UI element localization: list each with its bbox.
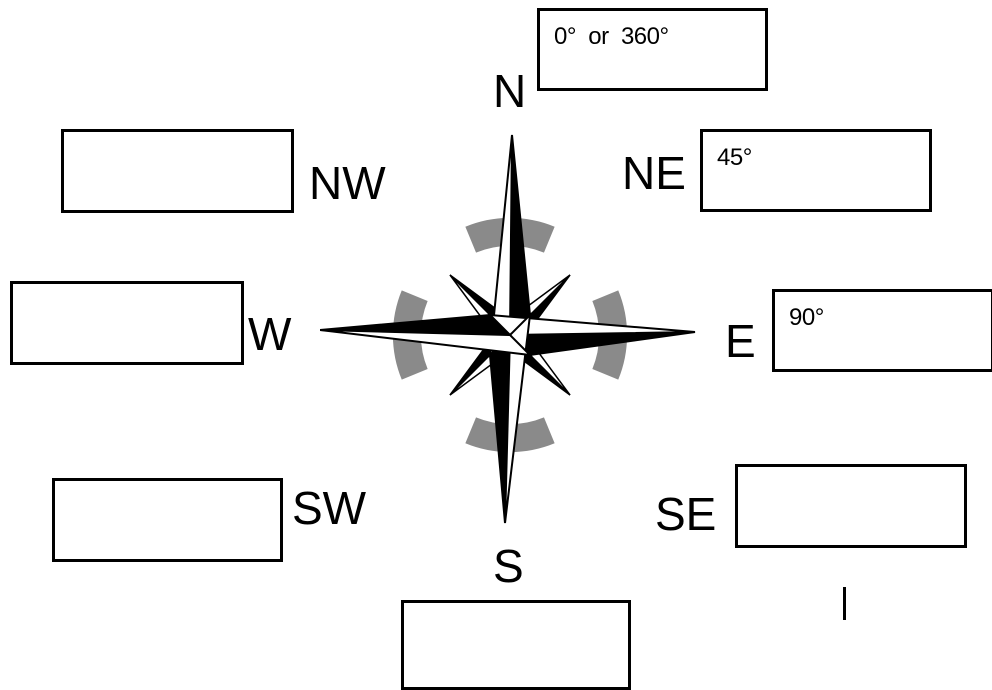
label-southeast: SE <box>655 491 716 537</box>
box-northeast[interactable]: 45° <box>700 129 932 212</box>
box-northeast-value: 45° <box>717 144 752 172</box>
label-north: N <box>493 68 526 114</box>
box-east[interactable]: 90° <box>772 289 992 372</box>
label-east: E <box>725 318 756 364</box>
box-west[interactable] <box>10 281 244 365</box>
text-cursor <box>843 587 846 620</box>
label-southwest: SW <box>292 485 366 531</box>
label-west: W <box>248 311 291 357</box>
box-north-value: 0° or 360° <box>554 23 669 51</box>
box-east-value: 90° <box>789 304 824 332</box>
label-south: S <box>493 543 524 589</box>
box-north[interactable]: 0° or 360° <box>537 8 768 91</box>
label-northwest: NW <box>309 160 386 206</box>
box-southeast[interactable] <box>735 464 967 548</box>
box-south[interactable] <box>401 600 631 690</box>
box-northwest[interactable] <box>61 129 294 213</box>
label-northeast: NE <box>622 150 686 196</box>
box-southwest[interactable] <box>52 478 283 562</box>
